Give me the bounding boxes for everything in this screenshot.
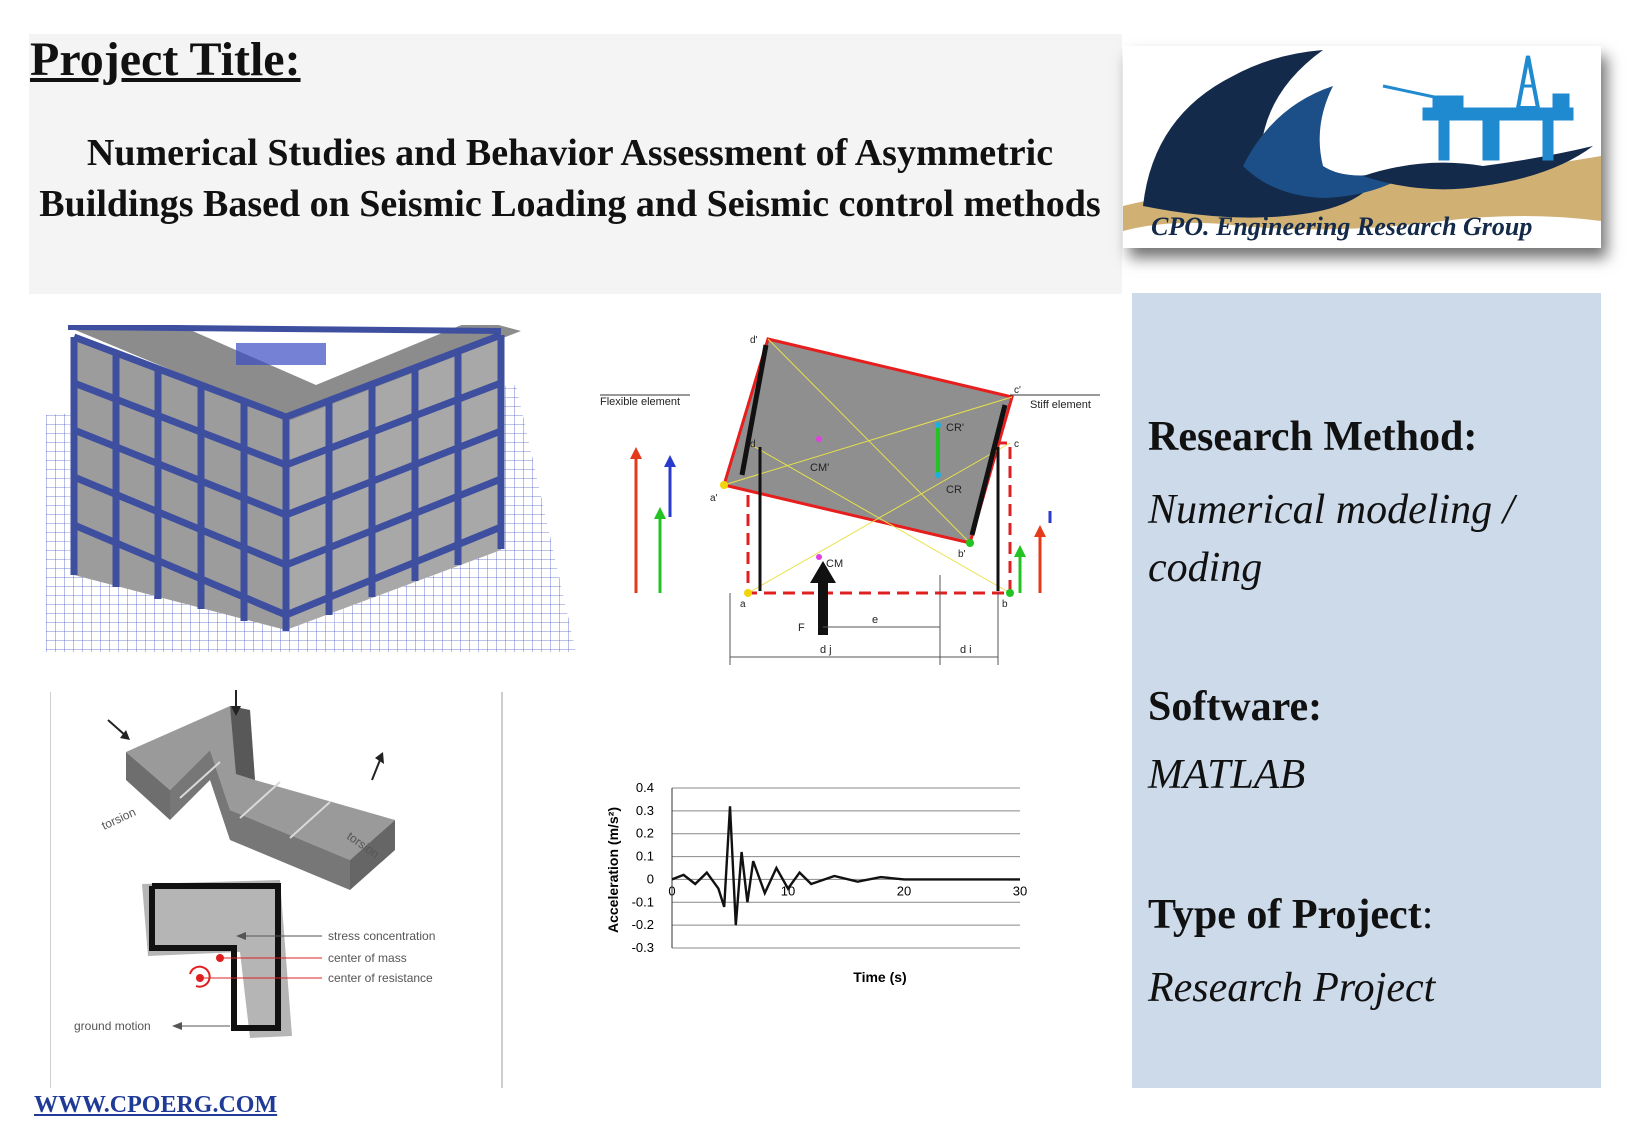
project-type-label: Type of Project:	[1148, 891, 1433, 939]
cr-label: CR	[946, 484, 962, 496]
chart-y-axis-label: Acceleration (m/s²)	[605, 807, 621, 933]
project-type-label-text: Type of Project	[1148, 892, 1422, 938]
force-label: F	[798, 622, 805, 634]
project-type-value: Research Project	[1148, 965, 1436, 1011]
chart-y-tick-label: 0.1	[636, 849, 654, 864]
acceleration-series-line	[671, 806, 1020, 926]
chart-x-tick-label: 20	[897, 883, 911, 898]
stiff-element-label: Stiff element	[1030, 399, 1091, 411]
original-plan-outline	[746, 441, 1012, 595]
project-title-label: Project Title:	[30, 33, 301, 86]
title-box	[29, 34, 1122, 294]
chart-y-tick-label: 0.3	[636, 803, 654, 818]
cpo-logo: CPO. Engineering Research Group	[1123, 46, 1601, 248]
corner-d-prime-label: d'	[750, 335, 758, 346]
chart-x-tick-label: 10	[781, 883, 795, 898]
chart-y-tick-label: 0	[647, 871, 654, 886]
project-type-colon: :	[1421, 892, 1434, 938]
logo-text: CPO. Engineering Research Group	[1151, 212, 1533, 241]
eccentricity-label: e	[872, 614, 878, 626]
stress-concentration-label: stress concentration	[328, 929, 435, 943]
flexible-element-label: Flexible element	[600, 396, 680, 408]
project-info-panel: Research Method: Numerical modeling / co…	[1132, 293, 1601, 1088]
logo-wave-graphic	[1123, 46, 1601, 248]
corner-c-label: c	[1014, 439, 1019, 450]
torsion-label-left: torsion	[99, 805, 138, 833]
research-method-value: Numerical modeling / coding	[1148, 487, 1515, 591]
di-label: d i	[960, 644, 972, 656]
chart-y-tick-label: -0.1	[632, 894, 654, 909]
center-of-mass-label: center of mass	[328, 951, 407, 965]
chart-y-tick-label: 0.4	[636, 780, 654, 795]
chart-y-tick-label: -0.2	[632, 917, 654, 932]
chart-x-tick-label: 0	[668, 883, 675, 898]
corner-a-prime-label: a'	[710, 493, 718, 504]
corner-b-label: b	[1002, 599, 1008, 610]
cr-prime-label: CR'	[946, 422, 964, 434]
chart-x-axis-label: Time (s)	[853, 969, 906, 985]
center-of-resistance-label: center of resistance	[328, 971, 433, 985]
research-method-label: Research Method:	[1148, 414, 1478, 460]
l-building-3d-figure	[46, 325, 576, 652]
torsion-rigid-diaphragm-diagram: Flexible element Stiff element CM' CR' C…	[600, 335, 1110, 715]
corner-d-label: d	[750, 439, 756, 450]
acceleration-time-history-chart: 0.4 0.3 0.2 0.1 0 -0.1 -0.2 -0.3 0 10 20 30 Time (…	[600, 770, 1100, 1000]
software-label: Software:	[1148, 684, 1323, 730]
corner-a-label: a	[740, 599, 746, 610]
cm-label: CM	[826, 558, 843, 570]
software-value: MATLAB	[1148, 752, 1306, 798]
chart-y-tick-label: 0.2	[636, 826, 654, 841]
cm-prime-label: CM'	[810, 462, 829, 474]
corner-c-prime-label: c'	[1014, 385, 1021, 396]
chart-x-tick-label: 30	[1013, 883, 1027, 898]
dj-label: d j	[820, 644, 832, 656]
ground-motion-label: ground motion	[74, 1019, 151, 1033]
force-arrow	[810, 561, 836, 635]
corner-b-prime-label: b'	[958, 549, 966, 560]
l-building-torsion-figure: torsion torsion stress concentration cen…	[50, 690, 510, 1088]
website-link[interactable]: WWW.CPOERG.COM	[34, 1092, 278, 1118]
chart-y-tick-label: -0.3	[632, 940, 654, 955]
project-title: Numerical Studies and Behavior Assessmen…	[39, 132, 1101, 225]
